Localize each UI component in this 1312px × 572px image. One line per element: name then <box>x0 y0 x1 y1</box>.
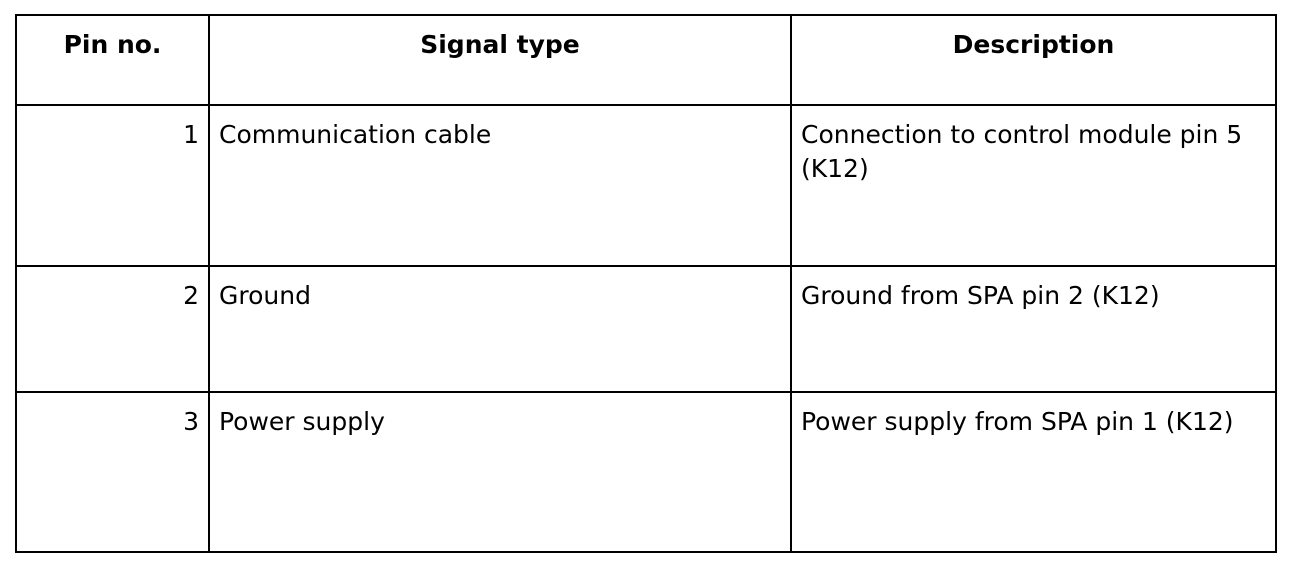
header-pin-no: Pin no. <box>15 14 210 106</box>
table-row: 1 Communication cable Connection to cont… <box>15 104 1277 267</box>
signal-type-cell: Power supply <box>208 391 792 553</box>
header-signal-type: Signal type <box>208 14 792 106</box>
header-description: Description <box>790 14 1277 106</box>
pin-number-cell: 3 <box>15 391 210 553</box>
signal-type-cell: Communication cable <box>208 104 792 267</box>
table-row: 3 Power supply Power supply from SPA pin… <box>15 391 1277 553</box>
pin-table: Pin no. Signal type Description 1 Commun… <box>15 14 1277 553</box>
table-header-row: Pin no. Signal type Description <box>15 14 1277 106</box>
signal-type-cell: Ground <box>208 265 792 393</box>
description-cell: Power supply from SPA pin 1 (K12) <box>790 391 1277 553</box>
pin-number-cell: 2 <box>15 265 210 393</box>
table-row: 2 Ground Ground from SPA pin 2 (K12) <box>15 265 1277 393</box>
description-cell: Connection to control module pin 5 (K12) <box>790 104 1277 267</box>
pin-number-cell: 1 <box>15 104 210 267</box>
description-cell: Ground from SPA pin 2 (K12) <box>790 265 1277 393</box>
